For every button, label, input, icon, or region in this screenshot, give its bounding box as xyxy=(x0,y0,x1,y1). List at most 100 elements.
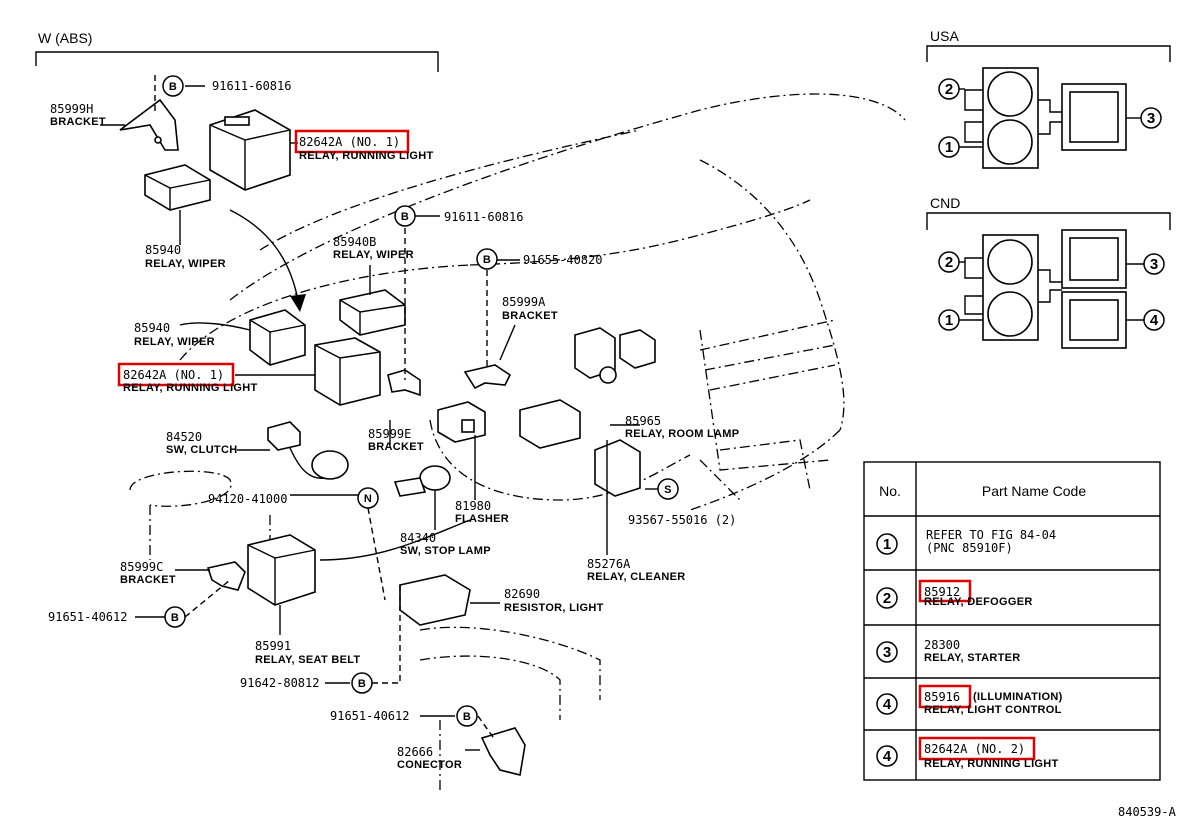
section-label: W (ABS) xyxy=(38,30,92,46)
part-relay-wiper-85940 xyxy=(249,309,306,366)
part-bracket-85999h xyxy=(119,98,179,151)
svg-text:4: 4 xyxy=(883,748,892,765)
part-conector xyxy=(480,727,526,776)
callout-82666: 82666 CONECTOR xyxy=(397,745,462,771)
svg-text:4: 4 xyxy=(883,696,892,713)
fastener-b2: B 91611-60816 xyxy=(394,205,523,227)
svg-text:91642-80812: 91642-80812 xyxy=(240,676,319,690)
table-row: 1 REFER TO FIG 84-04 (PNC 85910F) xyxy=(876,528,1056,555)
svg-text:BRACKET: BRACKET xyxy=(120,574,176,586)
callout-85965: 85965 RELAY, ROOM LAMP xyxy=(625,414,739,440)
svg-text:2: 2 xyxy=(883,590,891,607)
svg-text:CONECTOR: CONECTOR xyxy=(397,759,462,771)
callout-84520: 84520 SW, CLUTCH xyxy=(166,430,237,456)
svg-text:(PNC 85910F): (PNC 85910F) xyxy=(926,541,1013,555)
svg-text:B: B xyxy=(171,612,179,624)
svg-text:B: B xyxy=(463,711,471,723)
svg-text:85999A: 85999A xyxy=(502,295,546,309)
svg-text:B: B xyxy=(401,211,409,223)
table-header-name: Part Name Code xyxy=(982,483,1086,499)
svg-text:85916: 85916 xyxy=(924,690,960,704)
svg-text:94120-41000: 94120-41000 xyxy=(208,492,287,506)
svg-text:85940B: 85940B xyxy=(333,235,376,249)
svg-text:82642A (NO. 2): 82642A (NO. 2) xyxy=(924,742,1025,756)
part-relay-cleaner xyxy=(594,439,641,497)
svg-text:RELAY, ROOM LAMP: RELAY, ROOM LAMP xyxy=(625,428,739,440)
svg-text:85991: 85991 xyxy=(255,639,291,653)
svg-text:82642A (NO. 1): 82642A (NO. 1) xyxy=(123,368,224,382)
svg-text:FLASHER: FLASHER xyxy=(455,513,509,525)
callout-82642a-top: 82642A (NO. 1) RELAY, RUNNING LIGHT xyxy=(294,129,434,162)
svg-text:RELAY, RUNNING LIGHT: RELAY, RUNNING LIGHT xyxy=(924,758,1059,770)
svg-text:85940: 85940 xyxy=(145,243,181,257)
leader-lines xyxy=(100,75,658,751)
svg-text:3: 3 xyxy=(1147,110,1155,127)
arrow-head xyxy=(290,294,306,312)
part-sw-clutch xyxy=(267,421,349,480)
part-bracket-85999e xyxy=(387,369,421,397)
svg-text:B: B xyxy=(169,81,177,93)
svg-text:RELAY, SEAT BELT: RELAY, SEAT BELT xyxy=(255,654,360,666)
figure-id: 840539-A xyxy=(1118,805,1177,819)
svg-text:CND: CND xyxy=(930,195,960,211)
svg-text:USA: USA xyxy=(930,28,959,44)
inset-cnd: CND 2 1 3 4 xyxy=(926,195,1171,349)
pointer-arrow xyxy=(229,209,299,301)
inset-usa: USA 2 1 3 xyxy=(926,28,1171,169)
svg-text:93567-55016 (2): 93567-55016 (2) xyxy=(628,513,736,527)
part-relay-wiper-top xyxy=(144,164,211,211)
svg-text:BRACKET: BRACKET xyxy=(368,441,424,453)
svg-text:85940: 85940 xyxy=(134,321,170,335)
svg-text:4: 4 xyxy=(1150,312,1159,329)
callout-81980: 81980 FLASHER xyxy=(455,499,509,525)
svg-text:RELAY, RUNNING LIGHT: RELAY, RUNNING LIGHT xyxy=(123,382,258,394)
svg-text:91611-60816: 91611-60816 xyxy=(212,79,291,93)
svg-text:84520: 84520 xyxy=(166,430,202,444)
svg-text:85912: 85912 xyxy=(924,585,960,599)
callout-85999h: 85999H BRACKET xyxy=(50,102,106,128)
callout-85999a: 85999A BRACKET xyxy=(502,295,558,322)
svg-text:91611-60816: 91611-60816 xyxy=(444,210,523,224)
callout-85940b: 85940B RELAY, WIPER xyxy=(333,235,414,261)
callout-82690: 82690 RESISTOR, LIGHT xyxy=(504,587,603,614)
svg-text:RELAY, RUNNING LIGHT: RELAY, RUNNING LIGHT xyxy=(299,150,434,162)
svg-text:1: 1 xyxy=(883,536,891,553)
table-header-no: No. xyxy=(879,483,901,499)
part-bracket-85999a xyxy=(463,364,512,390)
svg-text:RELAY, STARTER: RELAY, STARTER xyxy=(924,652,1021,664)
fastener-b3: B 91655-40820 xyxy=(476,248,602,270)
svg-text:91651-40612: 91651-40612 xyxy=(48,610,127,624)
svg-text:RELAY, DEFOGGER: RELAY, DEFOGGER xyxy=(924,596,1033,608)
callout-85940-top: 85940 RELAY, WIPER xyxy=(145,243,226,270)
svg-text:84340: 84340 xyxy=(400,531,436,545)
svg-text:BRACKET: BRACKET xyxy=(50,116,106,128)
part-resistor-light xyxy=(399,574,471,626)
svg-text:85276A: 85276A xyxy=(587,557,631,571)
svg-text:S: S xyxy=(664,484,672,496)
svg-text:SW, CLUTCH: SW, CLUTCH xyxy=(166,444,237,456)
svg-text:85999C: 85999C xyxy=(120,560,163,574)
callout-85276a: 85276A RELAY, CLEANER xyxy=(587,557,685,583)
part-relay-wiper-85940b xyxy=(339,289,406,336)
svg-text:RELAY, WIPER: RELAY, WIPER xyxy=(134,336,215,348)
part-relay-cluster-right xyxy=(574,327,656,384)
svg-text:2: 2 xyxy=(945,254,953,271)
svg-text:91655-40820: 91655-40820 xyxy=(523,253,602,267)
part-sw-stop-lamp xyxy=(393,465,451,497)
part-relay-running-light-mid xyxy=(314,337,381,406)
svg-text:BRACKET: BRACKET xyxy=(502,310,558,322)
callout-84340: 84340 SW, STOP LAMP xyxy=(400,531,491,557)
table-row: 4 82642A (NO. 2) RELAY, RUNNING LIGHT xyxy=(876,736,1059,770)
svg-text:82642A (NO. 1): 82642A (NO. 1) xyxy=(299,135,400,149)
section-bracket xyxy=(35,51,439,72)
svg-text:REFER TO FIG 84-04: REFER TO FIG 84-04 xyxy=(926,528,1056,542)
svg-text:3: 3 xyxy=(1150,256,1158,273)
svg-text:1: 1 xyxy=(945,312,953,329)
part-relay-block-center xyxy=(519,399,581,449)
svg-text:91651-40612: 91651-40612 xyxy=(330,709,409,723)
fastener-b6: B 91651-40612 xyxy=(330,705,478,727)
svg-text:3: 3 xyxy=(883,644,891,661)
svg-text:SW, STOP LAMP: SW, STOP LAMP xyxy=(400,545,491,557)
callout-85999c: 85999C BRACKET xyxy=(120,560,176,586)
